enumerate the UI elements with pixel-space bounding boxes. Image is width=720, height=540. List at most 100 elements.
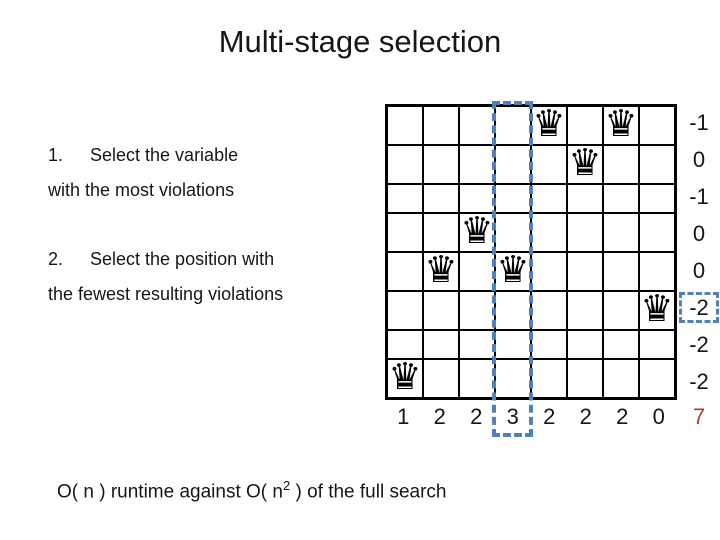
col-violation-count: 1 <box>397 404 410 429</box>
board-cell <box>459 145 495 184</box>
board-cell <box>495 291 531 330</box>
board-cell <box>495 359 531 398</box>
row-violation-value-highlighted: -2 <box>679 289 719 326</box>
board-cell: ♛ <box>459 209 495 252</box>
board-cell <box>567 359 603 398</box>
board-cell <box>603 145 639 184</box>
footer-text: O( n ) runtime against O( n2 ) of the fu… <box>57 478 447 503</box>
board-cell <box>423 330 459 359</box>
board-cell <box>531 184 567 213</box>
board-cell <box>423 184 459 213</box>
board-cell <box>603 213 639 252</box>
board-cell: ♛ <box>495 248 531 291</box>
board-cell <box>639 145 675 184</box>
board-cell <box>567 213 603 252</box>
queen-icon: ♛ <box>424 248 458 291</box>
board-cell <box>423 145 459 184</box>
queen-icon: ♛ <box>568 141 602 184</box>
board-cell <box>603 330 639 359</box>
board-cell <box>495 145 531 184</box>
board-cell <box>387 145 423 184</box>
queen-icon: ♛ <box>640 287 674 330</box>
board-cell <box>567 330 603 359</box>
row-violation-value: 0 <box>692 146 706 172</box>
board-cell <box>603 252 639 291</box>
queen-icon: ♛ <box>604 102 638 145</box>
board-cell <box>603 359 639 398</box>
board-cell <box>603 291 639 330</box>
row-values: -1 0 -1 0 0 -2 -2 -2 <box>679 104 719 400</box>
board-cell <box>531 213 567 252</box>
col-violation-count: 2 <box>470 404 483 429</box>
board-cell <box>387 184 423 213</box>
board-cell: ♛ <box>531 102 567 145</box>
board-cell <box>531 330 567 359</box>
board-cell <box>495 213 531 252</box>
step-2-text: Select the position with <box>90 249 275 269</box>
col-violation-count: 2 <box>543 404 556 429</box>
board-cell <box>387 213 423 252</box>
board-cell: ♛ <box>567 141 603 184</box>
row-violation-value: 0 <box>692 220 706 246</box>
board-cell <box>459 359 495 398</box>
board-cell <box>387 291 423 330</box>
row-violation-value: -2 <box>689 368 709 394</box>
step-2-line-1: 2. Select the position with <box>48 242 388 277</box>
slide-title: Multi-stage selection <box>218 24 502 59</box>
board-cell: ♛ <box>639 287 675 330</box>
col-violation-count-selected: 3 <box>506 404 519 429</box>
board-cell <box>639 252 675 291</box>
footer-part-1: O( n ) runtime against O( n <box>57 481 283 503</box>
step-1-text: Select the variable <box>90 145 239 165</box>
board-cell <box>531 291 567 330</box>
col-violation-count: 0 <box>652 404 665 429</box>
board-grid: ♛♛♛♛♛♛♛♛ <box>385 104 677 400</box>
step-2: 2. Select the position with the fewest r… <box>48 242 388 311</box>
row-violation-value: 0 <box>692 257 706 283</box>
footer-superscript: 2 <box>282 478 291 493</box>
board-cell <box>639 330 675 359</box>
board-cell <box>531 252 567 291</box>
board-cell <box>387 252 423 291</box>
queen-icon: ♛ <box>532 102 566 145</box>
board-cell <box>423 213 459 252</box>
row-violation-value: -1 <box>689 109 709 135</box>
step-1-line-1: 1. Select the variable <box>48 138 388 173</box>
board-cell: ♛ <box>603 102 639 145</box>
board-cell <box>639 184 675 213</box>
row-violation-value: -1 <box>689 183 709 209</box>
col-violation-count: 2 <box>433 404 446 429</box>
board-cell <box>495 106 531 145</box>
board-cell <box>639 359 675 398</box>
row-violation-value: -2 <box>689 331 709 357</box>
board-cell <box>423 291 459 330</box>
board-cell <box>459 106 495 145</box>
step-2-number: 2. <box>48 249 64 269</box>
board-cell <box>459 291 495 330</box>
board-cell <box>423 106 459 145</box>
board-cell <box>459 330 495 359</box>
board-cell <box>639 106 675 145</box>
queen-icon: ♛ <box>496 248 530 291</box>
board-cell <box>567 252 603 291</box>
board-cell <box>387 106 423 145</box>
step-2-line-2: the fewest resulting violations <box>48 283 284 304</box>
step-1: 1. Select the variable with the most vio… <box>48 138 388 207</box>
board-cell <box>531 145 567 184</box>
board-cell <box>603 184 639 213</box>
col-violation-count: 2 <box>579 404 592 429</box>
queen-icon: ♛ <box>460 209 494 252</box>
step-1-line-2: with the most violations <box>48 179 235 200</box>
board-cell <box>387 330 423 359</box>
board-cell: ♛ <box>387 358 423 398</box>
board-cell <box>567 291 603 330</box>
board-cell <box>567 184 603 213</box>
board-cell <box>495 330 531 359</box>
board-cell <box>423 359 459 398</box>
board-cell <box>567 106 603 145</box>
col-violation-count: 2 <box>616 404 629 429</box>
total-violations: 7 <box>692 404 706 429</box>
board-cell: ♛ <box>423 248 459 291</box>
footer-part-2: ) of the full search <box>290 481 447 503</box>
